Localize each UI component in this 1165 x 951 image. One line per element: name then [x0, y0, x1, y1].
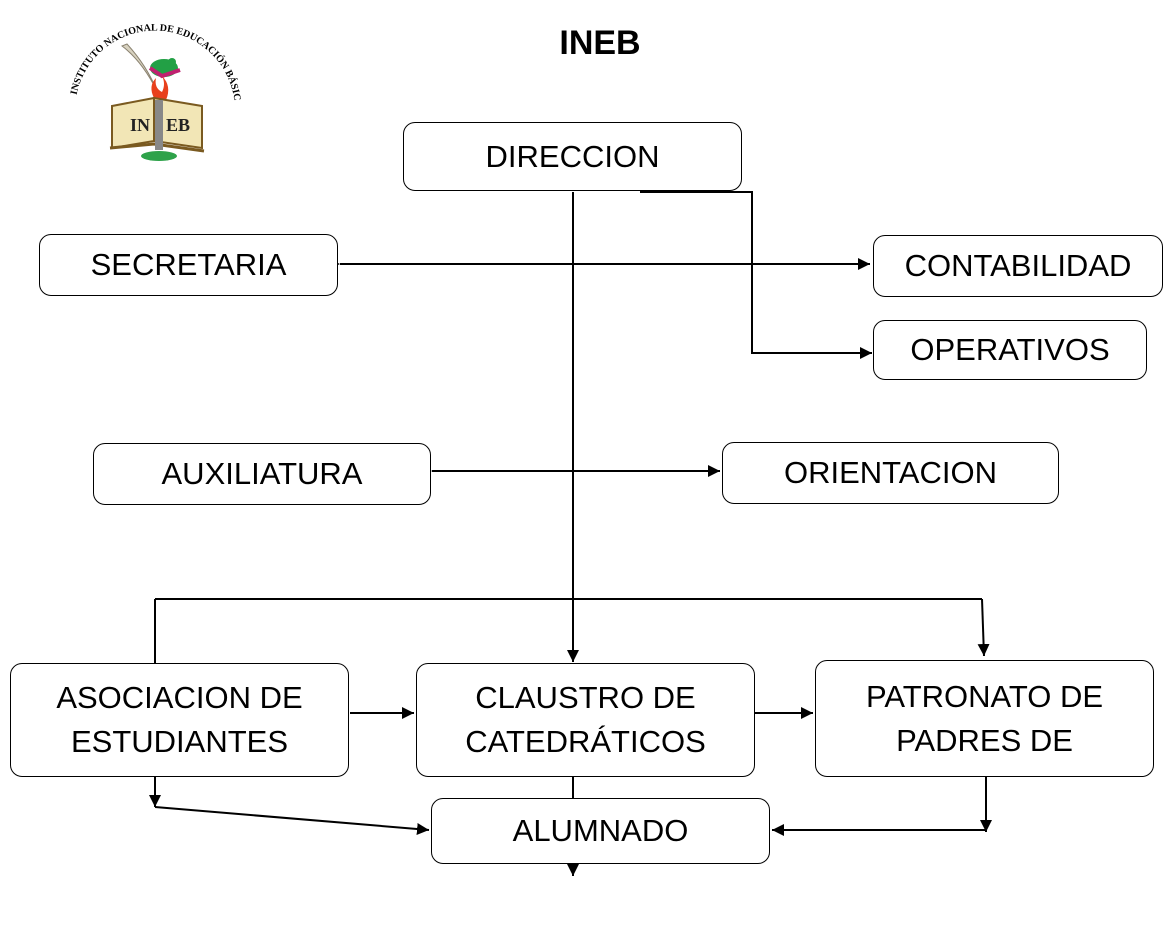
logo-book-left-text: IN — [130, 115, 150, 135]
node-operativos-label: OPERATIVOS — [910, 332, 1110, 367]
node-orientacion: ORIENTACION — [722, 442, 1059, 504]
node-auxiliatura: AUXILIATURA — [93, 443, 431, 505]
edge-to-patronato — [977, 598, 990, 657]
node-claustro: CLAUSTRO DE CATEDRÁTICOS — [416, 663, 755, 777]
node-patronato-label: PATRONATO DE PADRES DE — [865, 678, 1104, 758]
node-orientacion-label: ORIENTACION — [784, 455, 997, 490]
node-secretaria: SECRETARIA — [39, 234, 338, 296]
node-direccion-label: DIRECCION — [485, 138, 660, 174]
node-auxiliatura-label: AUXILIATURA — [161, 456, 363, 491]
node-asociacion: ASOCIACION DE ESTUDIANTES — [10, 663, 349, 777]
diagram-title: INEB — [559, 24, 641, 62]
edge-direccion-operativos — [640, 191, 872, 359]
node-secretaria-label: SECRETARIA — [90, 247, 287, 282]
node-alumnado-label: ALUMNADO — [512, 813, 689, 848]
ineb-logo: INSTITUTO NACIONAL DE EDUCACIÓN BÁSICA I… — [58, 0, 247, 166]
edge-asociacion-alumnado — [154, 806, 430, 835]
logo-book-right-text: EB — [166, 115, 190, 135]
node-patronato: PATRONATO DE PADRES DE — [815, 660, 1154, 777]
node-asociacion-label: ASOCIACION DE ESTUDIANTES — [56, 680, 303, 759]
node-alumnado: ALUMNADO — [431, 798, 770, 864]
node-contabilidad-label: CONTABILIDAD — [904, 248, 1132, 283]
node-contabilidad: CONTABILIDAD — [873, 235, 1163, 297]
node-operativos: OPERATIVOS — [873, 320, 1147, 380]
node-claustro-label: CLAUSTRO DE CATEDRÁTICOS — [465, 680, 706, 759]
node-direccion: DIRECCION — [403, 122, 742, 191]
